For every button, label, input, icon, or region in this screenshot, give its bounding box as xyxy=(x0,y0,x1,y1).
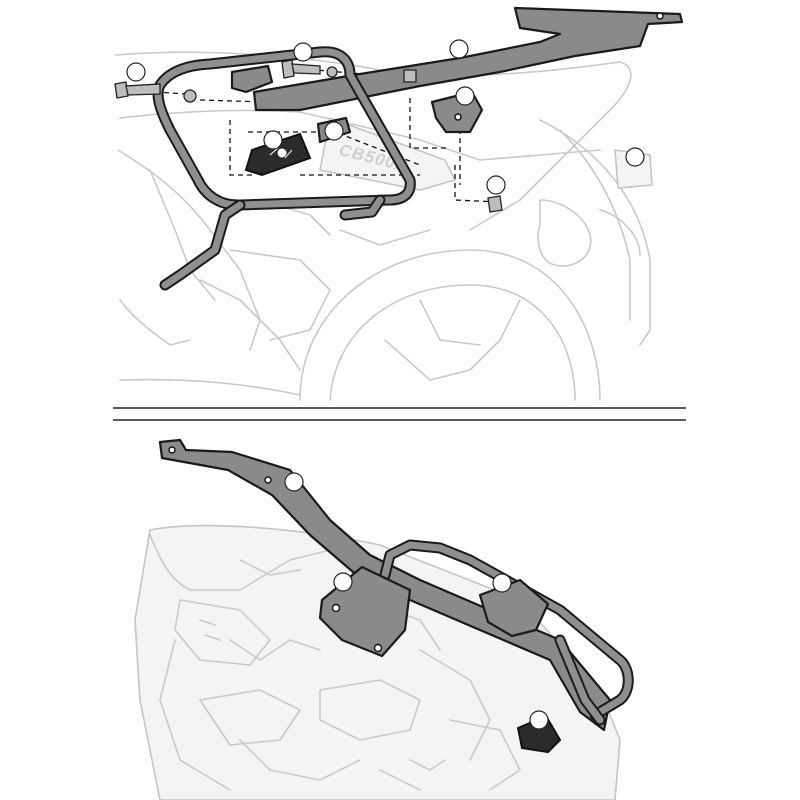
bolts xyxy=(114,59,503,213)
callout-marker xyxy=(486,175,506,195)
bracket-plate xyxy=(478,578,550,638)
callout-marker xyxy=(455,86,475,106)
callout-marker xyxy=(333,572,353,592)
callout-marker xyxy=(284,472,304,492)
motorcycle-outline: CB500X xyxy=(114,51,653,401)
callout-marker xyxy=(293,42,313,62)
callout-marker xyxy=(492,573,512,593)
callout-group xyxy=(284,472,549,730)
top-panel: CB500X xyxy=(114,6,684,401)
callout-marker xyxy=(126,62,146,82)
callout-marker xyxy=(263,130,283,150)
side-frame xyxy=(152,46,416,291)
callout-marker xyxy=(625,147,645,167)
callout-group xyxy=(126,39,645,195)
side-rack xyxy=(379,539,634,726)
bracket-plate xyxy=(230,64,274,94)
callout-marker xyxy=(449,39,469,59)
bottom-panel xyxy=(134,438,634,800)
callout-marker xyxy=(529,710,549,730)
callout-marker xyxy=(324,121,344,141)
